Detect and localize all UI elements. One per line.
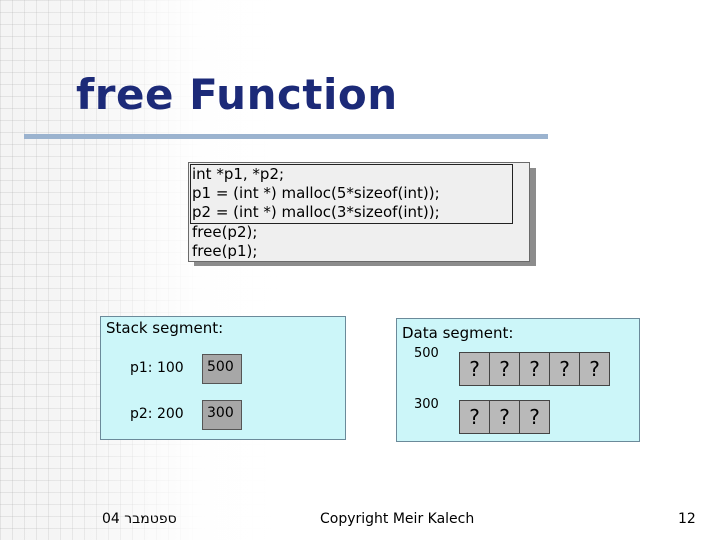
stack-var-p2-label: p2: 200: [130, 406, 184, 422]
code-line-4: free(p2);: [192, 223, 258, 241]
block-300-address: 300: [414, 397, 439, 412]
memory-cell: ?: [519, 400, 550, 434]
memory-cell: ?: [549, 352, 580, 386]
memory-cell: ?: [519, 352, 550, 386]
block-300-cells: ? ? ?: [459, 400, 550, 434]
title-underline: [24, 134, 548, 139]
memory-cell: ?: [579, 352, 610, 386]
block-500-cells: ? ? ? ? ?: [459, 352, 610, 386]
stack-var-p1-value: 500: [202, 354, 242, 384]
slide-title: free Function: [76, 70, 398, 119]
code-line-5: free(p1);: [192, 242, 258, 260]
memory-cell: ?: [489, 352, 520, 386]
footer-copyright: Copyright Meir Kalech: [320, 511, 475, 527]
block-500-address: 500: [414, 346, 439, 361]
code-line-3: p2 = (int *) malloc(3*sizeof(int));: [192, 203, 440, 221]
slide-number: 12: [678, 511, 696, 527]
footer-date: ספטמבר 04: [102, 511, 177, 527]
code-box: [188, 162, 530, 262]
stack-segment-label: Stack segment:: [106, 319, 224, 337]
code-highlight-frame: [190, 164, 513, 224]
memory-cell: ?: [489, 400, 520, 434]
memory-cell: ?: [459, 400, 490, 434]
memory-cell: ?: [459, 352, 490, 386]
data-segment-label: Data segment:: [402, 324, 514, 342]
stack-var-p1-label: p1: 100: [130, 360, 184, 376]
stack-var-p2-value: 300: [202, 400, 242, 430]
code-line-1: int *p1, *p2;: [192, 165, 285, 183]
code-line-2: p1 = (int *) malloc(5*sizeof(int));: [192, 184, 440, 202]
